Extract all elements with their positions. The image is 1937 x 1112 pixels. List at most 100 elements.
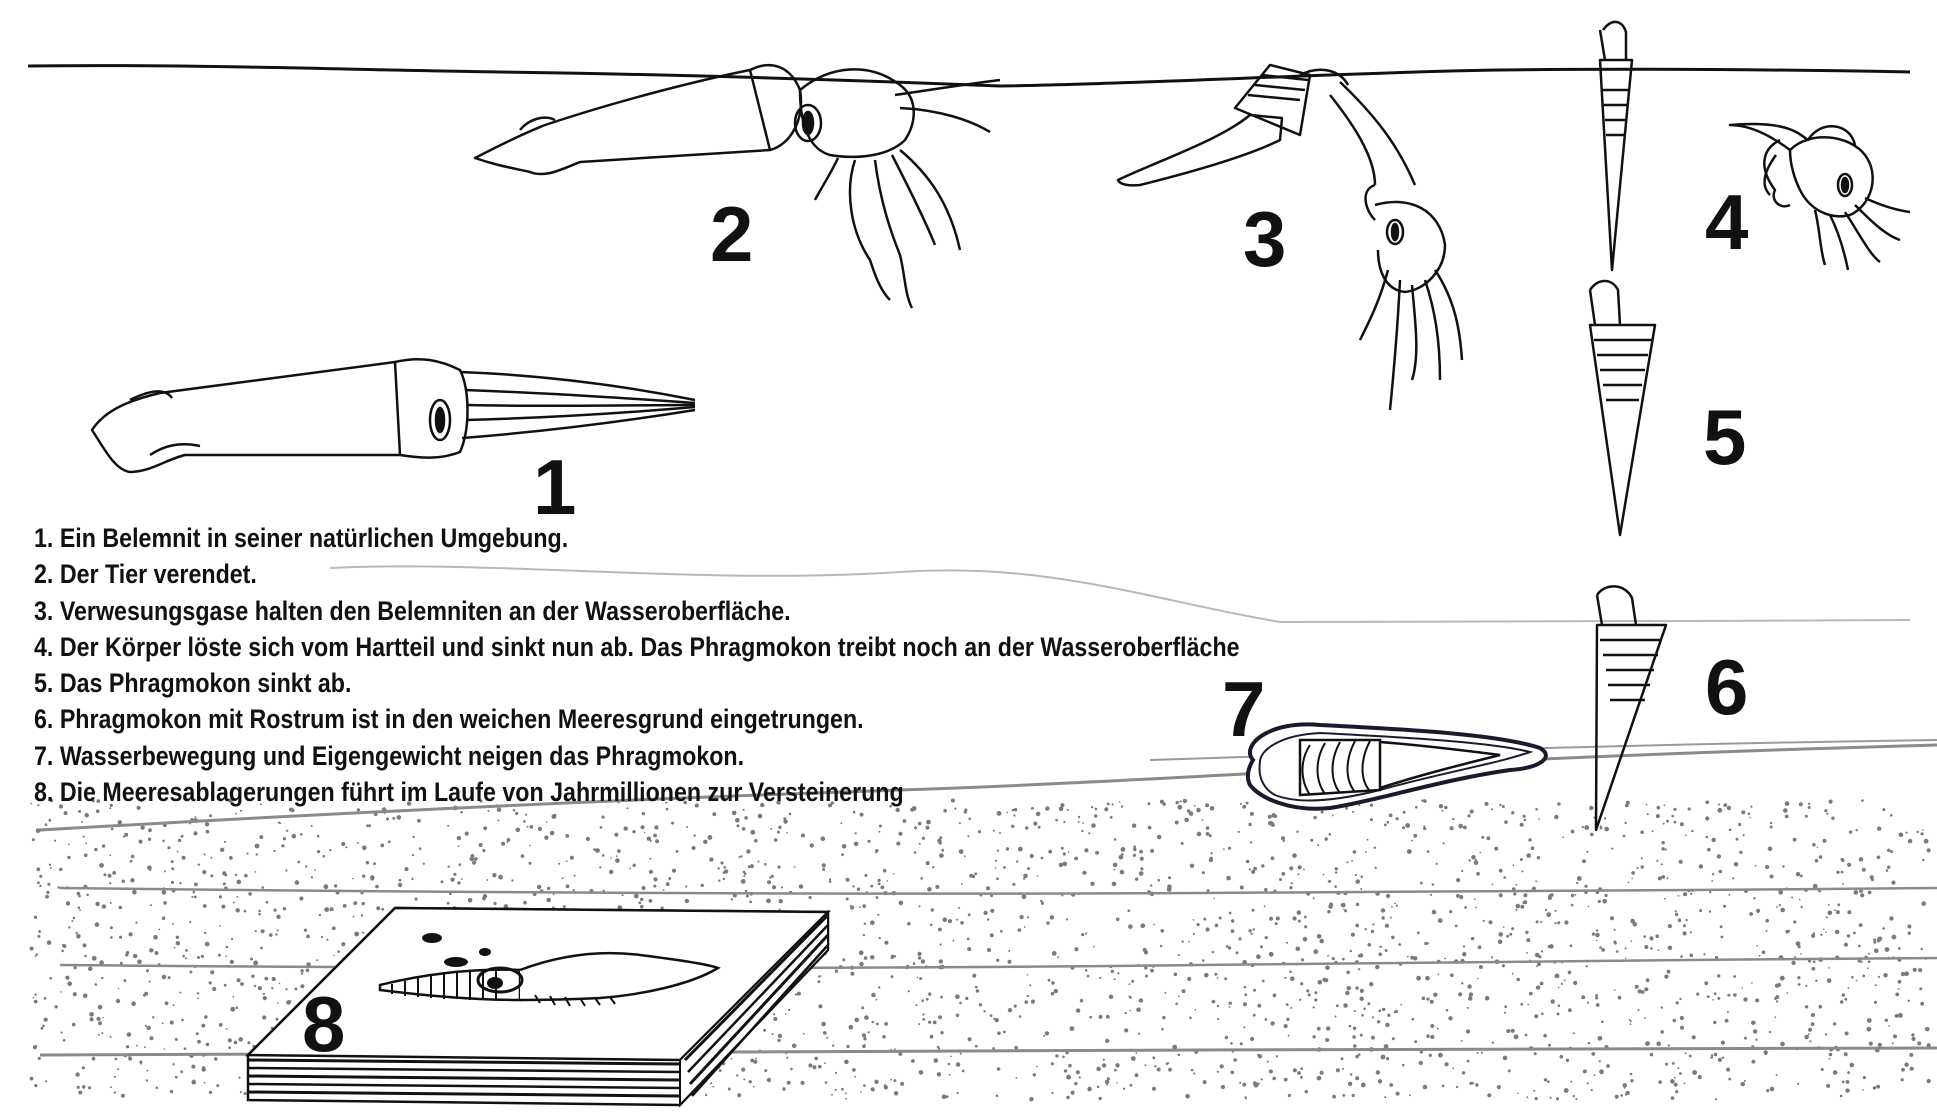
sediment-dot (1641, 857, 1643, 859)
sediment-dot (1112, 882, 1117, 887)
sediment-dot (1723, 803, 1727, 807)
sediment-dot (1541, 950, 1543, 952)
sediment-dot (126, 1045, 129, 1048)
sediment-dot (602, 854, 605, 857)
sediment-dot (1184, 818, 1189, 823)
sediment-dot (1920, 1002, 1924, 1006)
sediment-dot (34, 916, 37, 919)
sediment-dot (1029, 1097, 1033, 1101)
sediment-dot (671, 822, 674, 825)
sediment-dot (1253, 1014, 1256, 1017)
sediment-dot (738, 856, 740, 858)
sediment-dot (899, 901, 904, 906)
sediment-dot (1826, 916, 1828, 918)
sediment-dot (1753, 897, 1755, 899)
sediment-dot (1690, 931, 1692, 933)
sediment-dot (983, 1010, 985, 1012)
sediment-dot (1016, 1077, 1018, 1079)
sediment-dot (1566, 1059, 1569, 1062)
sediment-dot (1503, 926, 1505, 928)
sediment-dot (99, 863, 104, 868)
sediment-dot (1576, 882, 1578, 884)
sediment-dot (649, 870, 653, 874)
step-number-4: 4 (1705, 183, 1748, 261)
sediment-dot (193, 831, 197, 835)
sediment-dot (1378, 1079, 1382, 1083)
sediment-dot (1847, 1071, 1850, 1074)
sediment-dot (955, 994, 960, 999)
sediment-dot (1528, 838, 1531, 841)
sediment-dot (1396, 1092, 1400, 1096)
sediment-dot (1484, 802, 1488, 806)
sediment-dot (470, 857, 475, 862)
sediment-dot (345, 846, 347, 848)
sediment-dot (203, 904, 207, 908)
sediment-dot (1018, 928, 1022, 932)
step-number-5: 5 (1703, 398, 1746, 476)
sediment-dot (634, 894, 639, 899)
sediment-dot (1630, 1020, 1632, 1022)
sediment-dot (1598, 900, 1601, 903)
sediment-dot (192, 1080, 197, 1085)
sediment-dot (782, 1087, 786, 1091)
sediment-dot (527, 826, 529, 828)
sediment-dot (638, 901, 641, 904)
sediment-dot (1898, 1013, 1903, 1018)
sediment-dot (1907, 925, 1911, 929)
sediment-dot (83, 836, 85, 838)
sediment-dot (148, 838, 151, 841)
sediment-dot (1389, 814, 1393, 818)
sediment-dot (1303, 937, 1308, 942)
sediment-dot (1279, 878, 1282, 881)
sediment-dot (108, 874, 112, 878)
sediment-dot (1703, 953, 1705, 955)
sediment-dot (1475, 859, 1477, 861)
sediment-dot (451, 878, 455, 882)
sediment-dot (1605, 894, 1608, 897)
sediment-dot (1074, 857, 1078, 861)
sediment-dot (1739, 851, 1742, 854)
sediment-dot (85, 813, 89, 817)
sediment-dot (88, 967, 92, 971)
sediment-dot (1229, 1006, 1231, 1008)
sediment-dot (990, 909, 994, 913)
sediment-dot (818, 1065, 822, 1069)
sediment-dot (405, 867, 409, 871)
sediment-dot (1301, 958, 1304, 961)
sediment-dot (1717, 974, 1720, 977)
sediment-dot (1631, 871, 1635, 875)
sediment-dot (1876, 1085, 1880, 1089)
sediment-dot (497, 820, 499, 822)
sediment-dot (285, 988, 287, 990)
sediment-dot (1269, 917, 1273, 921)
sediment-dot (1498, 940, 1503, 945)
sediment-dot (361, 914, 363, 916)
sediment-dot (1523, 893, 1527, 897)
sediment-dot (877, 914, 879, 916)
sediment-dot (79, 909, 81, 911)
sediment-dot (1003, 1031, 1006, 1034)
sediment-dot (1620, 1094, 1623, 1097)
sediment-dot (1898, 988, 1900, 990)
sediment-dot (1671, 1096, 1675, 1100)
sediment-dot (63, 1039, 66, 1042)
sediment-dot (1063, 852, 1066, 855)
sediment-dot (870, 955, 874, 959)
sediment-dot (304, 929, 307, 932)
sediment-dot (1024, 1000, 1028, 1004)
sediment-dot (1637, 867, 1639, 869)
sediment-dot (563, 905, 566, 908)
sediment-dot (996, 959, 999, 962)
sediment-dot (795, 993, 797, 995)
sediment-dot (914, 851, 917, 854)
sediment-dot (1743, 834, 1745, 836)
sediment-dot (1351, 933, 1355, 937)
sediment-dot (810, 843, 814, 847)
sediment-dot (1680, 1016, 1684, 1020)
sediment-dot (1374, 867, 1376, 869)
sediment-dot (1599, 1060, 1601, 1062)
sediment-dot (960, 921, 964, 925)
sediment-dot (1749, 817, 1751, 819)
sediment-dot (178, 839, 181, 842)
sediment-dot (1863, 1076, 1866, 1079)
